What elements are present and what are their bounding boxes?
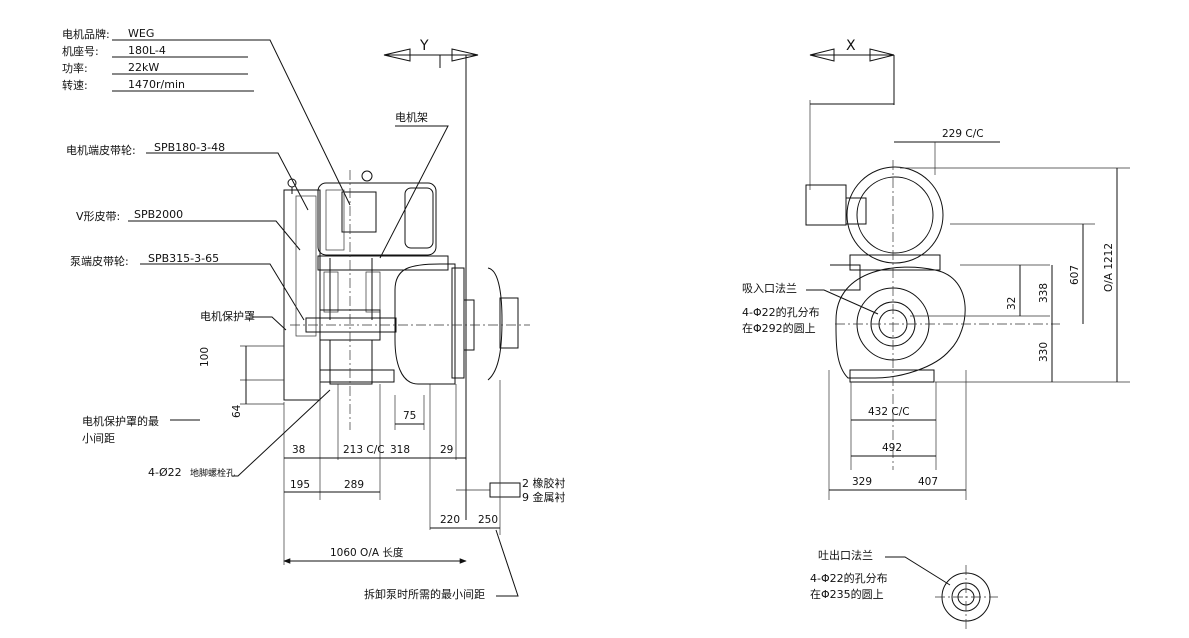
side-view: Y 电机架 电机保护罩: [82, 38, 566, 601]
dim-213: 213 C/C: [343, 444, 385, 456]
dim-492: 492: [882, 442, 902, 454]
dim-330: 330: [1038, 342, 1050, 362]
spec-speed-value: 1470r/min: [128, 78, 185, 91]
guard-label: 电机保护罩: [200, 309, 255, 323]
v-belt-label: V形皮带:: [76, 210, 120, 223]
motor-pulley-value: SPB180-3-48: [154, 141, 225, 154]
brand-leader: [258, 39, 351, 206]
v-belt-value: SPB2000: [134, 208, 183, 221]
motor-pulley-leader: [146, 152, 309, 211]
spec-frame-label: 机座号:: [62, 44, 99, 58]
belt-guard: [283, 189, 321, 401]
outlet-holes-line2: 在Φ235的圆上: [810, 587, 884, 601]
guard-leader: [250, 316, 287, 331]
front-view: X 229 C/C O/A 1212 607 338: [742, 38, 1130, 500]
dim-38: 38: [292, 444, 305, 456]
pump-pulley-leader: [140, 263, 305, 321]
dim-229: 229 C/C: [942, 128, 984, 140]
belt-parts-block: 电机端皮带轮: SPB180-3-48 V形皮带: SPB2000 泵端皮带轮:…: [66, 141, 309, 321]
anchor-bolts-leader: [232, 389, 331, 477]
dim-432: 432 C/C: [868, 406, 910, 418]
dim-100: 100: [199, 347, 211, 367]
spec-brand-value: WEG: [128, 27, 154, 40]
pump-shaft: [305, 317, 397, 333]
inlet-flange-label: 吸入口法兰: [742, 281, 797, 295]
spec-speed-label: 转速:: [62, 78, 88, 92]
dim-29: 29: [440, 444, 453, 456]
dim-338: 338: [1038, 283, 1050, 303]
dim-64: 64: [231, 404, 243, 418]
pump-pulley-label: 泵端皮带轮:: [70, 254, 129, 268]
motor-frame-leader: [379, 125, 449, 259]
guard-min-gap-line2: 小间距: [82, 432, 115, 445]
guard-min-gap-line1: 电机保护罩的最: [82, 414, 159, 428]
pump-casing: [394, 263, 456, 385]
dim-289: 289: [344, 479, 364, 491]
v-belt-leader: [128, 220, 301, 251]
outlet-view: 吐出口法兰 4-Φ22的孔分布 在Φ235的圆上: [810, 548, 998, 630]
spec-frame-value: 180L-4: [128, 44, 166, 57]
outlet-holes-line1: 4-Φ22的孔分布: [810, 571, 888, 585]
lining-metal: 9 金属衬: [522, 490, 566, 504]
lining-rubber: 2 橡胶衬: [522, 476, 566, 490]
outlet-flange-leader: [885, 556, 951, 586]
dim-250: 250: [478, 514, 498, 526]
pump-pulley-value: SPB315-3-65: [148, 252, 219, 265]
motor-end: [846, 166, 944, 264]
dim-220: 220: [440, 514, 460, 526]
spec-power-label: 功率:: [62, 61, 88, 75]
view-y-label: Y: [419, 38, 429, 54]
motor-frame-label: 电机架: [395, 110, 428, 124]
anchor-bolts-prefix: 4-Ø22: [148, 466, 182, 479]
motor-pulley-label: 电机端皮带轮:: [66, 143, 136, 157]
dim-overall-length: 1060 O/A 长度: [330, 546, 404, 559]
dim-195: 195: [290, 479, 310, 491]
min-removal-leader: [495, 529, 519, 597]
dim-75: 75: [403, 410, 416, 422]
dim-32: 32: [1006, 297, 1018, 310]
view-x-label: X: [846, 38, 856, 54]
inlet-flange-leader: [806, 289, 879, 315]
dim-318: 318: [390, 444, 410, 456]
dim-1212: O/A 1212: [1103, 243, 1115, 292]
spec-power-value: 22kW: [128, 61, 159, 74]
spec-brand-label: 电机品牌:: [62, 27, 110, 41]
inlet-holes-line2: 在Φ292的圆上: [742, 321, 816, 335]
min-removal-label: 拆卸泵时所需的最小间距: [364, 587, 485, 601]
pump-volute: [835, 266, 966, 379]
anchor-bolts-suffix: 地脚螺栓孔: [190, 467, 235, 479]
inlet-holes-line1: 4-Φ22的孔分布: [742, 305, 820, 319]
dim-407: 407: [918, 476, 938, 488]
motor-spec-block: 电机品牌: WEG 机座号: 180L-4 功率: 22kW 转速: 1470r…: [62, 27, 258, 92]
motor-body: [317, 182, 437, 256]
outlet-flange-label: 吐出口法兰: [818, 548, 873, 562]
dim-329: 329: [852, 476, 872, 488]
dim-607: 607: [1069, 265, 1081, 285]
